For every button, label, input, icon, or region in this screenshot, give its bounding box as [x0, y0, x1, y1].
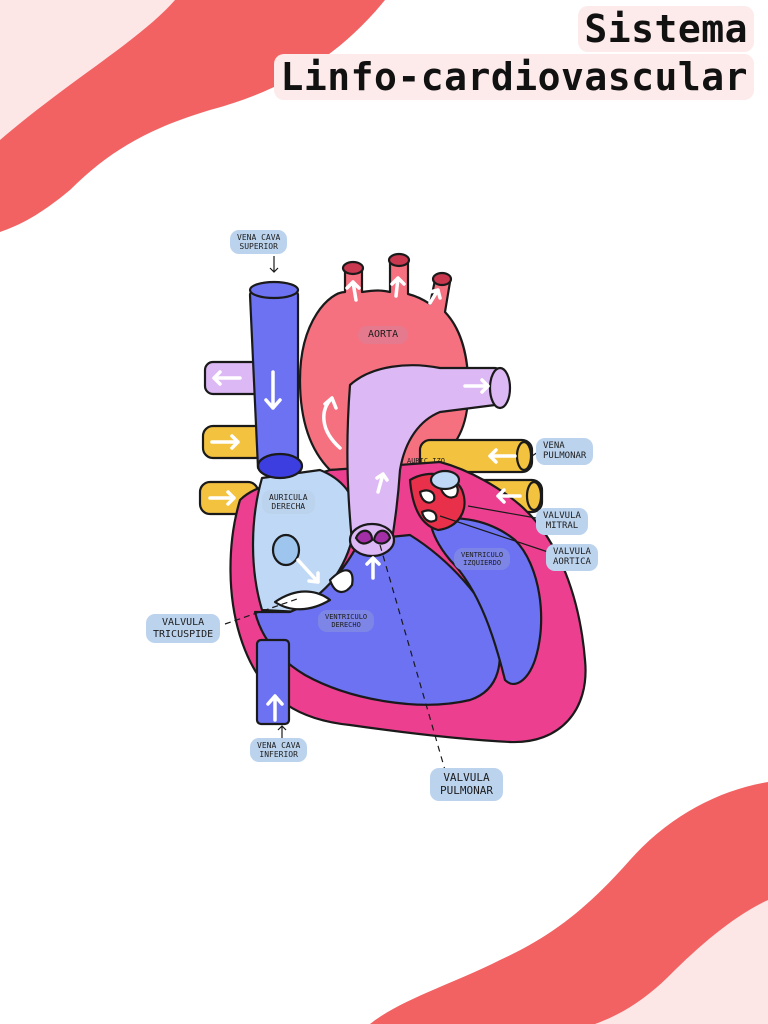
- mitral-valve-leaflet-3: [420, 509, 438, 523]
- arrow-ivc-up: [266, 694, 284, 722]
- leader-valvula-mitral: [467, 505, 537, 519]
- superior-vena-cava-opening: [256, 452, 304, 480]
- right-ventricle: [253, 533, 501, 706]
- arrow-vein-right-top: [488, 448, 517, 464]
- label-vena-cava-superior: VENA CAVA SUPERIOR: [230, 230, 288, 255]
- aorta-branch-2-opening: [387, 252, 411, 268]
- arrow-aorta-1: [345, 280, 361, 302]
- label-valvula-mitral: VALVULA MITRAL: [536, 508, 588, 535]
- arrow-pulmonary-trunk-up: [375, 472, 389, 494]
- arrow-pulmonary-right: [463, 378, 490, 394]
- tricuspid-valve-leaflet-2: [328, 569, 354, 593]
- aorta-branch-3-opening: [431, 271, 453, 287]
- title-block: Sistema Linfo-cardiovascular: [274, 6, 754, 100]
- wave-top-left-pale: [0, 0, 175, 140]
- label-vena-pulmonar: VENA PULMONAR: [536, 438, 594, 465]
- arrow-aorta-2: [390, 276, 406, 298]
- pulmonary-vein-right-bottom-opening: [525, 480, 543, 512]
- label-valvula-tricuspide: VALVULA TRICUSPIDE: [146, 614, 221, 643]
- tricuspid-valve-leaflet-1: [273, 590, 332, 611]
- label-aorta: AORTA: [358, 326, 409, 344]
- arrow-atrium-to-ventricle: [296, 558, 320, 584]
- pulmonary-valve-cusp-2: [372, 529, 392, 545]
- label-valvula-pulmonar: VALVULA PULMONAR: [430, 768, 503, 802]
- arrow-pulmonary-left: [212, 370, 242, 386]
- label-valvula-aortica: VALVULA AORTICA: [546, 544, 598, 571]
- pulmonary-trunk: [346, 364, 505, 544]
- inferior-vena-cava: [255, 638, 291, 726]
- superior-vena-cava-top: [248, 280, 300, 300]
- arrow-vein-left-top: [210, 434, 240, 450]
- wave-bottom-right-red: [370, 782, 768, 1024]
- label-vena-cava-inferior: VENA CAVA INFERIOR: [250, 738, 308, 763]
- arrow-vein-left-bottom: [208, 490, 236, 506]
- pulmonary-vein-right-top-opening: [515, 440, 533, 472]
- leader-valvula-aortica: [439, 515, 549, 553]
- label-auricula-derecha: AURICULA DERECHA: [262, 490, 315, 515]
- arrow-svc-down: [264, 370, 282, 410]
- arrow-aorta-curve: [322, 396, 342, 450]
- arrow-vein-right-bottom: [496, 488, 522, 504]
- wave-bottom-right-pale: [595, 900, 768, 1024]
- label-ventriculo-izquierdo: VENTRICULO IZQUIERDO: [454, 548, 511, 571]
- coronary-sinus-opening: [271, 533, 301, 567]
- pulmonary-valve-cusp-1: [354, 529, 374, 545]
- arrow-rv-up: [365, 556, 381, 580]
- pulmonary-trunk-opening: [488, 366, 512, 410]
- label-auricula-izquierda: AURIC IZQ: [407, 457, 445, 465]
- label-ventriculo-derecho: VENTRICULO DERECHO: [318, 610, 375, 633]
- title-line-2: Linfo-cardiovascular: [274, 54, 754, 100]
- aorta-branch-1-opening: [341, 260, 365, 276]
- arrow-aorta-3: [428, 288, 442, 305]
- leader-valvula-tricuspide: [224, 597, 301, 625]
- title-line-1: Sistema: [578, 6, 754, 52]
- left-atrium-inner: [429, 469, 461, 491]
- leader-vena-cava-inferior: [277, 725, 287, 740]
- mitral-valve-leaflet-1: [418, 489, 436, 504]
- leader-vena-cava-superior: [269, 256, 279, 273]
